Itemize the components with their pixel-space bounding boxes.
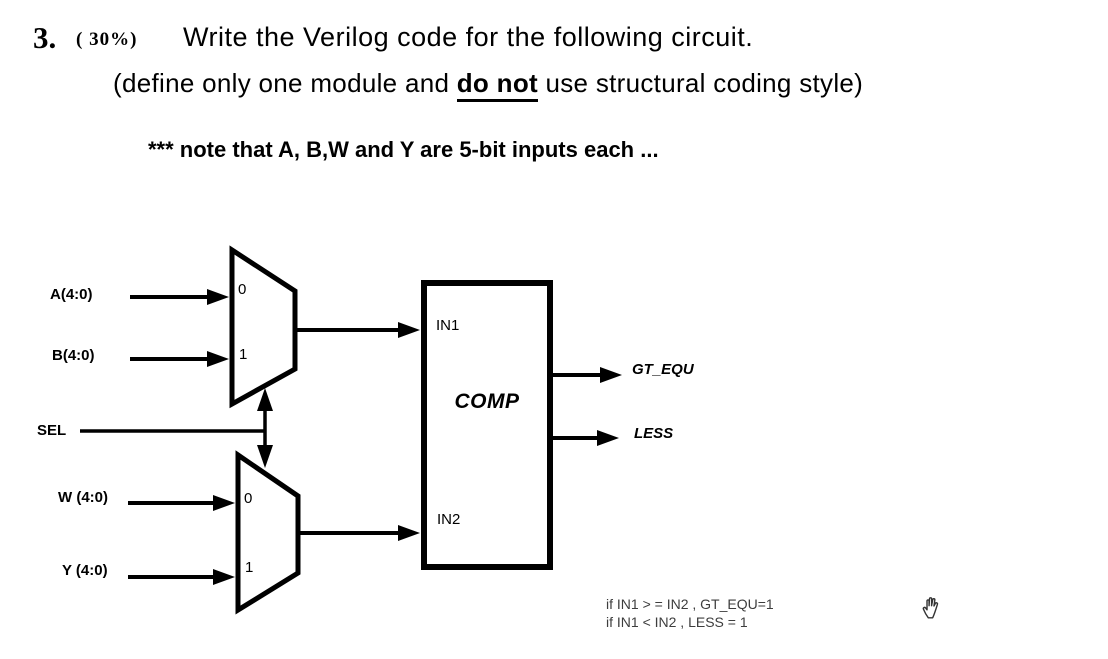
bit-width-note: *** note that A, B,W and Y are 5-bit inp…	[148, 137, 659, 162]
comparator-name-label: COMP	[454, 390, 520, 413]
arrowhead-in1	[398, 322, 420, 338]
subtitle-emphasis: do not	[456, 68, 538, 102]
arrowhead-sel-mux1	[257, 388, 273, 411]
input-label-a: A(4:0)	[50, 286, 93, 303]
question-points: ( 30%)	[76, 29, 138, 50]
question-title: Write the Verilog code for the following…	[183, 22, 754, 52]
subtitle-suffix: use structural coding style)	[537, 68, 864, 98]
select-label: SEL	[37, 422, 67, 439]
arrowhead-a	[207, 289, 229, 305]
arrowhead-less	[597, 430, 619, 446]
input-label-y: Y (4:0)	[62, 562, 108, 579]
question-number: 3.	[33, 20, 57, 55]
comparator-in1-label: IN1	[436, 317, 460, 334]
hand-grab-cursor-icon	[922, 597, 939, 619]
comparator-box	[421, 280, 553, 570]
mux1-port1-label: 1	[239, 346, 248, 363]
output-label-less: LESS	[634, 425, 674, 442]
question-subtitle: (define only one module and do not use s…	[113, 68, 864, 102]
comparator-in2-label: IN2	[437, 511, 461, 528]
output-label-gt-equ: GT_EQU	[632, 361, 694, 378]
arrowhead-sel-mux2	[257, 445, 273, 468]
mux1-shape	[229, 245, 298, 409]
arrowhead-y	[213, 569, 235, 585]
condition-line-2: if IN1 < IN2 , LESS = 1	[606, 614, 748, 630]
arrowhead-w	[213, 495, 235, 511]
mux2-port0-label: 0	[244, 490, 253, 507]
mux2-shape	[235, 450, 301, 615]
subtitle-prefix: (define only one module and	[113, 68, 457, 98]
comparator-condition-note: if IN1 > = IN2 , GT_EQU=1 if IN1 < IN2 ,…	[606, 595, 774, 631]
mux1-port0-label: 0	[238, 281, 247, 298]
arrowhead-gt-equ	[600, 367, 622, 383]
mux2-port1-label: 1	[245, 559, 254, 576]
condition-line-1: if IN1 > = IN2 , GT_EQU=1	[606, 596, 774, 612]
input-label-b: B(4:0)	[52, 347, 95, 364]
arrowhead-b	[207, 351, 229, 367]
arrowhead-in2	[398, 525, 420, 541]
input-label-w: W (4:0)	[58, 489, 108, 506]
